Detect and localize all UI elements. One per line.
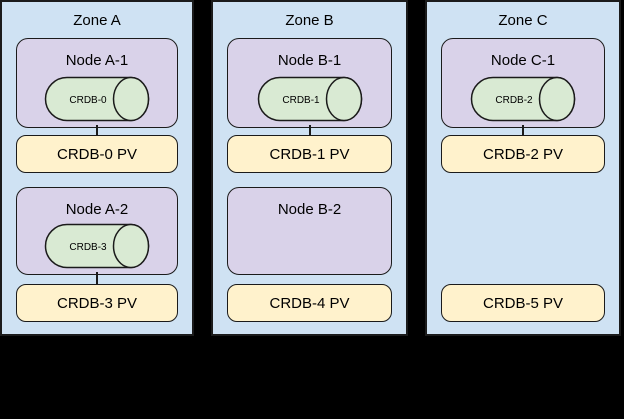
crdb-2-pod-cylinder: CRDB-2 bbox=[470, 76, 576, 122]
crdb-1-pod-cylinder: CRDB-1 bbox=[257, 76, 363, 122]
cylinder-cap bbox=[325, 76, 362, 122]
zone-a-title: Zone A bbox=[73, 12, 121, 29]
zone-c-container: Zone C Node C-1 CRDB-2 CRDB-2 PV CRDB-5 … bbox=[425, 0, 621, 336]
zone-b-title: Zone B bbox=[285, 12, 334, 29]
crdb-1-pv-box: CRDB-1 PV bbox=[227, 135, 392, 173]
node-b1-box: Node B-1 CRDB-1 bbox=[227, 38, 392, 128]
crdb-3-pod-label: CRDB-3 bbox=[69, 242, 107, 253]
crdb-0-pv-box: CRDB-0 PV bbox=[16, 135, 178, 173]
connector-node-b1-to-pv bbox=[308, 125, 311, 136]
crdb-0-pod-label: CRDB-0 bbox=[69, 95, 107, 106]
crdb-2-pv-box: CRDB-2 PV bbox=[441, 135, 605, 173]
zone-b-container: Zone B Node B-1 CRDB-1 CRDB-1 PV Node B-… bbox=[211, 0, 408, 336]
zone-a-container: Zone A Node A-1 CRDB-0 CRDB-0 PV Node A-… bbox=[0, 0, 194, 336]
node-b2-box: Node B-2 bbox=[227, 187, 392, 275]
crdb-5-pv-box: CRDB-5 PV bbox=[441, 284, 605, 322]
node-c1-title: Node C-1 bbox=[490, 52, 556, 69]
crdb-3-pv-box: CRDB-3 PV bbox=[16, 284, 178, 322]
crdb-4-pv-box: CRDB-4 PV bbox=[227, 284, 392, 322]
crdb-1-pod-label: CRDB-1 bbox=[282, 95, 320, 106]
node-a1-box: Node A-1 CRDB-0 bbox=[16, 38, 178, 128]
crdb-2-pod-label: CRDB-2 bbox=[495, 95, 533, 106]
connector-node-c1-to-pv bbox=[522, 125, 524, 136]
node-c1-box: Node C-1 CRDB-2 bbox=[441, 38, 605, 128]
cylinder-cap bbox=[538, 76, 576, 122]
crdb-3-pod-cylinder: CRDB-3 bbox=[44, 223, 150, 269]
node-b1-title: Node B-1 bbox=[277, 52, 342, 69]
cylinder-cap bbox=[112, 223, 150, 269]
zone-c-title: Zone C bbox=[498, 12, 548, 29]
connector-node-a2-to-pv bbox=[96, 272, 98, 285]
connector-node-a1-to-pv bbox=[96, 125, 98, 136]
node-a1-title: Node A-1 bbox=[65, 52, 129, 69]
node-a2-title: Node A-2 bbox=[65, 201, 129, 218]
node-b2-title: Node B-2 bbox=[277, 201, 342, 218]
node-a2-box: Node A-2 CRDB-3 bbox=[16, 187, 178, 275]
crdb-0-pod-cylinder: CRDB-0 bbox=[44, 76, 150, 122]
cylinder-cap bbox=[112, 76, 150, 122]
